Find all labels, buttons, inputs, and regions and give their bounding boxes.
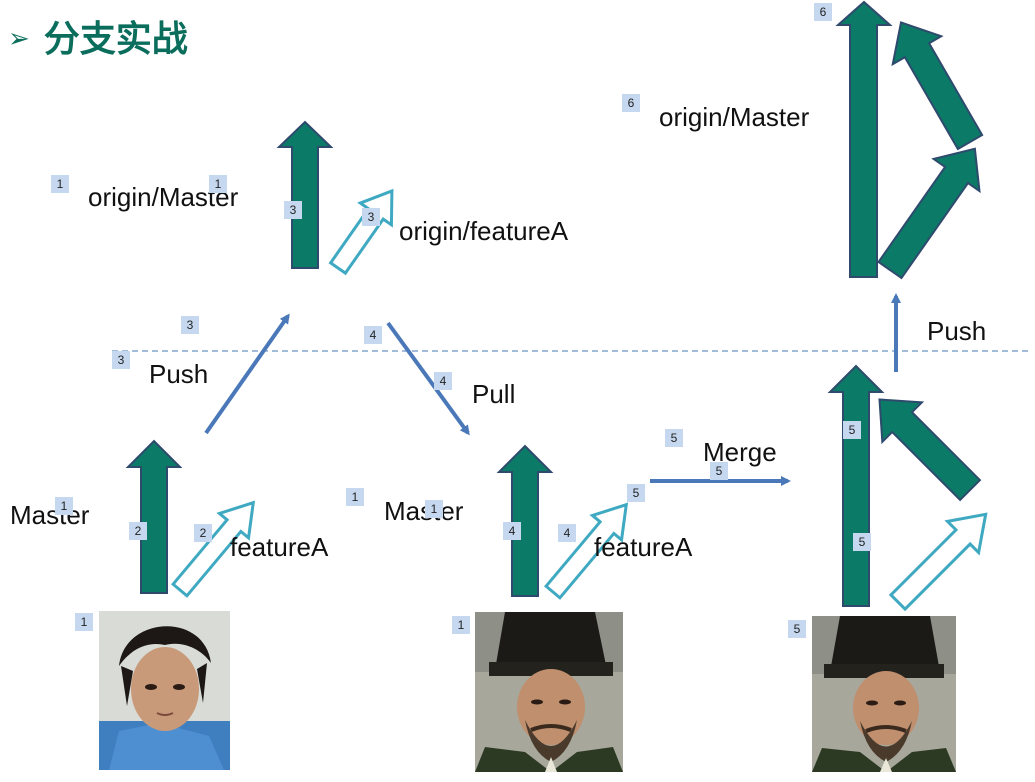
step-badge: 3	[362, 208, 380, 226]
featureA-label-mid: featureA	[594, 532, 693, 562]
origin-master-branch-arrow	[276, 120, 334, 269]
step-badge: 1	[346, 488, 364, 506]
step-badge: 4	[558, 524, 576, 542]
push-label-left: Push	[149, 359, 209, 389]
step-badge: 4	[434, 372, 452, 390]
origin-merge-arrow-lower	[877, 147, 981, 280]
step-badge: 5	[788, 620, 806, 638]
push-label-right: Push	[927, 316, 987, 346]
step-badge: 2	[194, 524, 212, 542]
portrait-bearded-man-1	[475, 612, 623, 772]
step-badge: 5	[843, 421, 861, 439]
featureA-branch-arrow-left	[170, 500, 256, 598]
master-label-left: Master	[10, 500, 90, 530]
step-badge: 6	[622, 94, 640, 112]
title-bullet-icon: ➢	[8, 24, 30, 54]
slide-title: ➢ 分支实战	[8, 22, 188, 58]
merge-label: Merge	[703, 437, 777, 467]
featureA-label-left: featureA	[230, 532, 329, 562]
featureA-branch-arrow-merged	[888, 512, 988, 612]
master-branch-arrow-mid	[496, 444, 554, 597]
slide-title-text: 分支实战	[43, 19, 188, 60]
origin-merge-arrow-upper	[891, 21, 984, 151]
step-badge: 1	[452, 616, 470, 634]
step-badge: 1	[55, 497, 73, 515]
step-badge: 2	[129, 522, 147, 540]
master-branch-arrow-merged	[827, 364, 885, 607]
portrait-bearded-man-2	[812, 616, 956, 772]
featureA-branch-arrow-mid	[543, 502, 629, 600]
step-badge: 3	[112, 351, 130, 369]
step-badge: 6	[814, 3, 832, 21]
step-badge: 3	[284, 201, 302, 219]
step-badge: 1	[425, 500, 443, 518]
origin-featureA-branch-arrow	[328, 188, 394, 276]
merge-branch-arrow-upper	[878, 398, 982, 502]
origin-featureA-label: origin/featureA	[399, 216, 569, 246]
pull-label: Pull	[472, 379, 516, 409]
step-badge: 5	[665, 429, 683, 447]
step-badge: 3	[181, 316, 199, 334]
push-flow-arrow	[204, 313, 290, 435]
step-badge: 5	[853, 533, 871, 551]
origin-master-label-right: origin/Master	[659, 102, 810, 132]
master-branch-arrow-left	[125, 439, 183, 594]
portrait-young-man	[99, 611, 230, 770]
step-badge: 5	[627, 484, 645, 502]
step-badge: 4	[364, 326, 382, 344]
step-badge: 1	[75, 613, 93, 631]
pull-flow-arrow	[386, 321, 470, 436]
step-badge: 5	[710, 462, 728, 480]
master-label-mid: Master	[384, 496, 464, 526]
step-badge: 1	[51, 175, 69, 193]
step-badge: 4	[503, 522, 521, 540]
origin-master-branch-arrow-right	[835, 0, 893, 278]
step-badge: 1	[209, 175, 227, 193]
